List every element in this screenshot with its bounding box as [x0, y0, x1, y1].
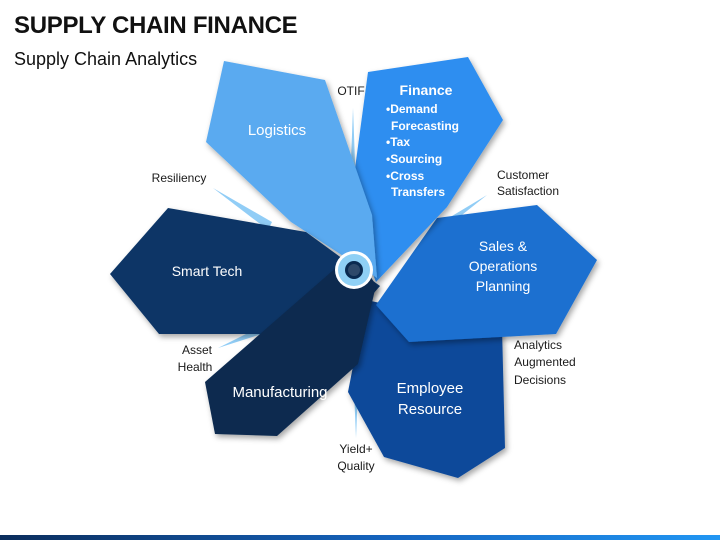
finance-bullet-1: •Demand: [386, 102, 438, 116]
employee-line-2: Resource: [398, 401, 462, 418]
petal-logistics[interactable]: [206, 61, 377, 278]
sales-line-1: Sales &: [479, 238, 528, 254]
manufacturing-label: Manufacturing: [232, 384, 327, 401]
finance-title: Finance: [400, 82, 453, 98]
employee-line-1: Employee: [397, 380, 464, 397]
petal-manufacturing[interactable]: [205, 252, 376, 436]
finance-text: Finance •Demand Forecasting •Tax •Sourci…: [386, 82, 459, 199]
employee-text: Employee Resource: [397, 380, 464, 418]
kpi-resiliency: Resiliency: [152, 171, 207, 185]
kpi-customer-satisfaction-1: Customer: [497, 168, 549, 182]
kpi-asset-1: Asset: [182, 343, 213, 357]
page-subtitle: Supply Chain Analytics: [14, 49, 198, 69]
finance-bullet-3: •Sourcing: [386, 152, 442, 166]
petal-finance[interactable]: [349, 57, 503, 282]
kpi-otif: OTIF: [337, 84, 364, 98]
sales-line-3: Planning: [476, 278, 531, 294]
ray-resiliency: [213, 188, 272, 230]
kpi-analytics-2: Augmented: [514, 355, 575, 369]
kpi-asset-2: Health: [178, 360, 213, 374]
kpi-analytics-3: Decisions: [514, 373, 566, 387]
smart-tech-label: Smart Tech: [172, 263, 243, 279]
petal-sales-operations-planning[interactable]: [376, 205, 597, 342]
kpi-yield-1: Yield+: [339, 442, 372, 456]
bottom-accent-bar: [0, 535, 720, 540]
petal-employee-resource[interactable]: [348, 300, 505, 478]
logistics-label: Logistics: [248, 122, 306, 139]
finance-bullet-1-cont: Forecasting: [391, 119, 459, 133]
kpi-customer-satisfaction-2: Satisfaction: [497, 184, 559, 198]
center-ring-icon: [335, 251, 373, 289]
finance-bullet-4-cont: Transfers: [391, 185, 445, 199]
finance-bullet-4: •Cross: [386, 169, 425, 183]
page-title: SUPPLY CHAIN FINANCE: [14, 12, 298, 39]
kpi-yield-2: Quality: [337, 459, 374, 473]
sales-line-2: Operations: [469, 258, 537, 274]
finance-bullet-2: •Tax: [386, 135, 410, 149]
kpi-analytics-1: Analytics: [514, 338, 562, 352]
sales-text: Sales & Operations Planning: [469, 238, 537, 294]
